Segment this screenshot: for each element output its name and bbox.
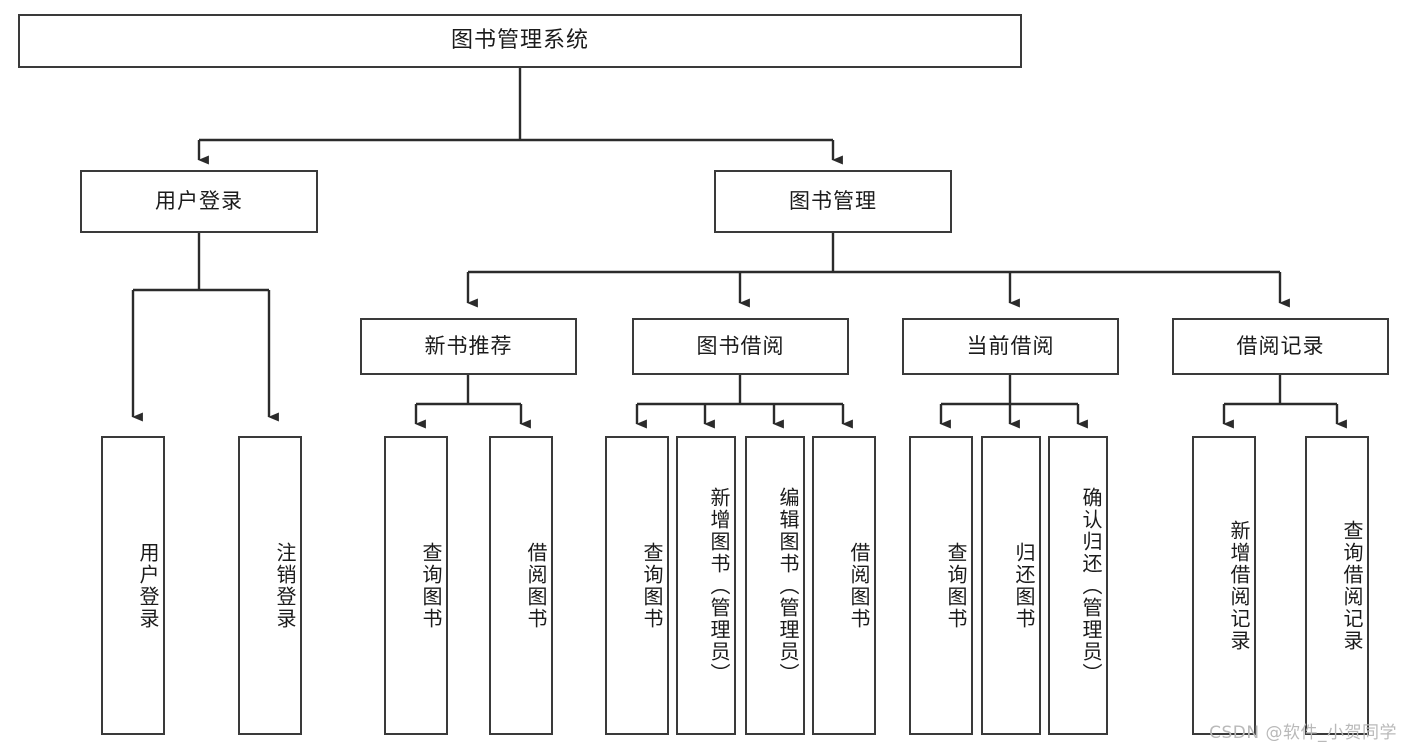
node-user-login[interactable]: 用户登录: [80, 170, 318, 233]
node-leaf-user-login[interactable]: 用户登录: [101, 436, 165, 735]
node-leaf-query-book-rec-label: 查询图书: [419, 541, 443, 630]
node-leaf-confirm-return[interactable]: 确认归还（管理员）: [1048, 436, 1108, 735]
node-leaf-add-book-label: 新增图书（管理员）: [707, 486, 731, 685]
node-current-borrow-label: 当前借阅: [966, 333, 1055, 358]
node-book-manage-label: 图书管理: [789, 188, 877, 213]
node-leaf-query-book-cb[interactable]: 查询图书: [909, 436, 973, 735]
node-book-borrow-label: 图书借阅: [696, 333, 785, 358]
node-leaf-query-record-label: 查询借阅记录: [1340, 519, 1364, 652]
node-borrow-record[interactable]: 借阅记录: [1172, 318, 1389, 375]
node-leaf-user-logout[interactable]: 注销登录: [238, 436, 302, 735]
node-leaf-confirm-return-label: 确认归还（管理员）: [1079, 486, 1103, 685]
node-leaf-edit-book[interactable]: 编辑图书（管理员）: [745, 436, 805, 735]
node-leaf-edit-book-label: 编辑图书（管理员）: [776, 486, 800, 685]
node-leaf-borrow-book-rec[interactable]: 借阅图书: [489, 436, 553, 735]
node-book-manage[interactable]: 图书管理: [714, 170, 952, 233]
node-leaf-add-book[interactable]: 新增图书（管理员）: [676, 436, 736, 735]
node-leaf-borrow-book-bb[interactable]: 借阅图书: [812, 436, 876, 735]
node-root-label: 图书管理系统: [450, 27, 589, 53]
node-root[interactable]: 图书管理系统: [18, 14, 1022, 68]
node-borrow-record-label: 借阅记录: [1236, 333, 1325, 358]
node-leaf-borrow-book-bb-label: 借阅图书: [847, 541, 871, 630]
node-leaf-query-book-bb[interactable]: 查询图书: [605, 436, 669, 735]
node-leaf-add-record-label: 新增借阅记录: [1227, 519, 1251, 652]
watermark: CSDN @软件_小贺同学: [1209, 723, 1397, 743]
node-new-book-rec[interactable]: 新书推荐: [360, 318, 577, 375]
node-leaf-return-book[interactable]: 归还图书: [981, 436, 1041, 735]
node-book-borrow[interactable]: 图书借阅: [632, 318, 849, 375]
node-leaf-query-book-rec[interactable]: 查询图书: [384, 436, 448, 735]
node-leaf-user-logout-label: 注销登录: [273, 541, 297, 630]
node-new-book-rec-label: 新书推荐: [424, 333, 513, 358]
node-user-login-label: 用户登录: [155, 188, 243, 213]
node-leaf-add-record[interactable]: 新增借阅记录: [1192, 436, 1256, 735]
node-leaf-return-book-label: 归还图书: [1012, 541, 1036, 630]
node-leaf-query-book-bb-label: 查询图书: [640, 541, 664, 630]
node-leaf-query-book-cb-label: 查询图书: [944, 541, 968, 630]
node-leaf-borrow-book-rec-label: 借阅图书: [524, 541, 548, 630]
node-current-borrow[interactable]: 当前借阅: [902, 318, 1119, 375]
node-leaf-query-record[interactable]: 查询借阅记录: [1305, 436, 1369, 735]
node-leaf-user-login-label: 用户登录: [136, 541, 160, 630]
